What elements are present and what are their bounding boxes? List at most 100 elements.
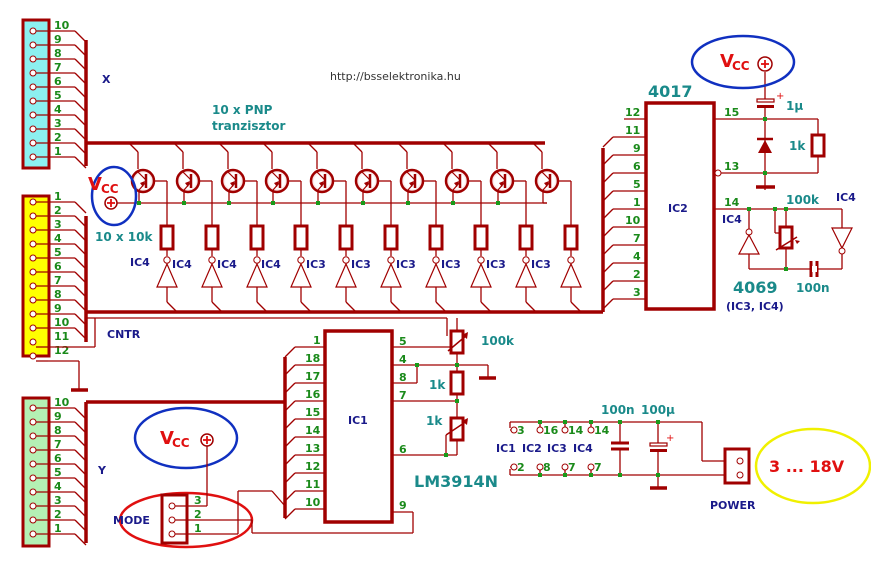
ic1-body bbox=[323, 329, 394, 524]
ic2-body bbox=[644, 101, 716, 311]
stage: IC3 bbox=[441, 142, 492, 313]
ic2-pin-label: 3 bbox=[633, 286, 641, 299]
connector-cntr-label: CNTR bbox=[107, 328, 141, 341]
x-pin-label: 10 bbox=[54, 19, 70, 32]
pnp-transistor-icon bbox=[309, 168, 335, 194]
ic1-pin-label: 16 bbox=[305, 388, 321, 401]
x-pin-label: 6 bbox=[54, 75, 62, 88]
svg-text:IC4: IC4 bbox=[836, 191, 856, 204]
pnp-transistor-icon bbox=[444, 168, 470, 194]
svg-text:100k: 100k bbox=[481, 334, 515, 348]
ic2-pin-label: 5 bbox=[633, 178, 641, 191]
inverter-label: IC4 bbox=[261, 258, 281, 271]
svg-text:1k: 1k bbox=[426, 414, 443, 428]
y-pin-label: 1 bbox=[54, 522, 62, 535]
cntr-pin-label: 1 bbox=[54, 190, 62, 203]
connector-x-body bbox=[21, 18, 51, 170]
cntr-pin-label: 10 bbox=[54, 316, 70, 329]
pnp-transistor-icon bbox=[264, 168, 290, 194]
vcc-pin-label: 14 bbox=[568, 424, 584, 437]
ic1-pin-label: 18 bbox=[305, 352, 320, 365]
y-pin-label: 9 bbox=[54, 410, 62, 423]
svg-text:CC: CC bbox=[732, 59, 750, 73]
stage: IC3 bbox=[351, 142, 402, 313]
x-pin-label: 2 bbox=[54, 131, 62, 144]
cntr-pin-label: 3 bbox=[54, 218, 62, 231]
connector-cntr-body bbox=[21, 194, 51, 358]
cntr-pin-label: 4 bbox=[54, 232, 62, 245]
inverter-icon bbox=[560, 262, 582, 288]
svg-text:100n: 100n bbox=[796, 281, 830, 295]
website-url: http://bsselektronika.hu bbox=[330, 70, 461, 83]
y-pin-label: 8 bbox=[54, 424, 62, 437]
vcc-pin-label: 14 bbox=[594, 424, 610, 437]
y-pin-label: 5 bbox=[54, 466, 62, 479]
ic1-pin-label: 15 bbox=[305, 406, 320, 419]
ic1-pin-label: 10 bbox=[305, 496, 321, 509]
svg-text:1µ: 1µ bbox=[786, 99, 803, 113]
diode bbox=[758, 140, 772, 153]
ic-label: IC2 bbox=[522, 442, 542, 455]
gnd-pin-label: 7 bbox=[568, 461, 576, 474]
svg-text:100k: 100k bbox=[786, 193, 820, 207]
mode-jumper[interactable]: 3 2 1 MODE bbox=[113, 446, 413, 549]
y-pin-label: 10 bbox=[54, 396, 70, 409]
ic2-pin-label: 11 bbox=[625, 124, 640, 137]
ic2-pin-label: 6 bbox=[633, 160, 641, 173]
supply-voltage: 3 ... 18V bbox=[769, 457, 845, 476]
inverter-label: IC3 bbox=[351, 258, 371, 271]
stage: IC3 bbox=[306, 142, 357, 313]
inverter-label: IC3 bbox=[531, 258, 551, 271]
svg-text:+: + bbox=[666, 433, 674, 444]
svg-text:V: V bbox=[720, 51, 734, 72]
ic1-pin-label: 12 bbox=[305, 460, 320, 473]
ic2-pin-label: 2 bbox=[633, 268, 641, 281]
cntr-pin-label: 12 bbox=[54, 344, 69, 357]
resistor-1k-ic2 bbox=[810, 133, 826, 158]
vcc-pin-label: 3 bbox=[517, 424, 525, 437]
svg-text:IC4: IC4 bbox=[722, 213, 742, 226]
svg-text:+: + bbox=[776, 91, 784, 102]
pnp-transistor-icon bbox=[489, 168, 515, 194]
pnp-transistor-icon bbox=[220, 168, 246, 194]
svg-text:4: 4 bbox=[399, 353, 407, 366]
svg-text:3: 3 bbox=[194, 494, 202, 507]
svg-text:1k: 1k bbox=[789, 139, 806, 153]
resistor-10k bbox=[204, 224, 220, 251]
svg-text:13: 13 bbox=[724, 160, 739, 173]
stage: IC3 bbox=[396, 142, 447, 313]
vcc-marker-mode: V CC bbox=[133, 406, 239, 470]
power-connector[interactable] bbox=[723, 447, 751, 485]
resistor-1k-ic1 bbox=[449, 370, 465, 396]
pnp-transistor-icon bbox=[175, 168, 201, 194]
resistor-10k bbox=[338, 224, 354, 251]
stage: IC3 bbox=[486, 142, 537, 313]
ic1-part-label: LM3914N bbox=[414, 472, 498, 491]
ic2-pin-label: 1 bbox=[633, 196, 641, 209]
potentiometer-100k-osc bbox=[778, 225, 794, 250]
ic2-pin-label: 7 bbox=[633, 232, 641, 245]
svg-text:9: 9 bbox=[399, 499, 407, 512]
inverter-label: IC3 bbox=[486, 258, 506, 271]
transistor-array-label-1: 10 x PNP bbox=[212, 103, 273, 117]
resistor-10k bbox=[293, 224, 309, 251]
inverter-ic4-osc-b bbox=[831, 227, 853, 250]
inverter-label: IC3 bbox=[396, 258, 416, 271]
inverter-label: IC4 bbox=[130, 256, 150, 269]
gnd-pin-label: 8 bbox=[543, 461, 551, 474]
y-pin-label: 2 bbox=[54, 508, 62, 521]
resistor-10k bbox=[473, 224, 489, 251]
svg-text:100n: 100n bbox=[601, 403, 635, 417]
y-pin-label: 4 bbox=[54, 480, 62, 493]
pnp-transistor-icon bbox=[399, 168, 425, 194]
x-pin-label: 7 bbox=[54, 61, 62, 74]
svg-text:7: 7 bbox=[399, 389, 407, 402]
ic2-part-label: 4017 bbox=[648, 82, 693, 101]
gnd-pin-label: 2 bbox=[517, 461, 525, 474]
